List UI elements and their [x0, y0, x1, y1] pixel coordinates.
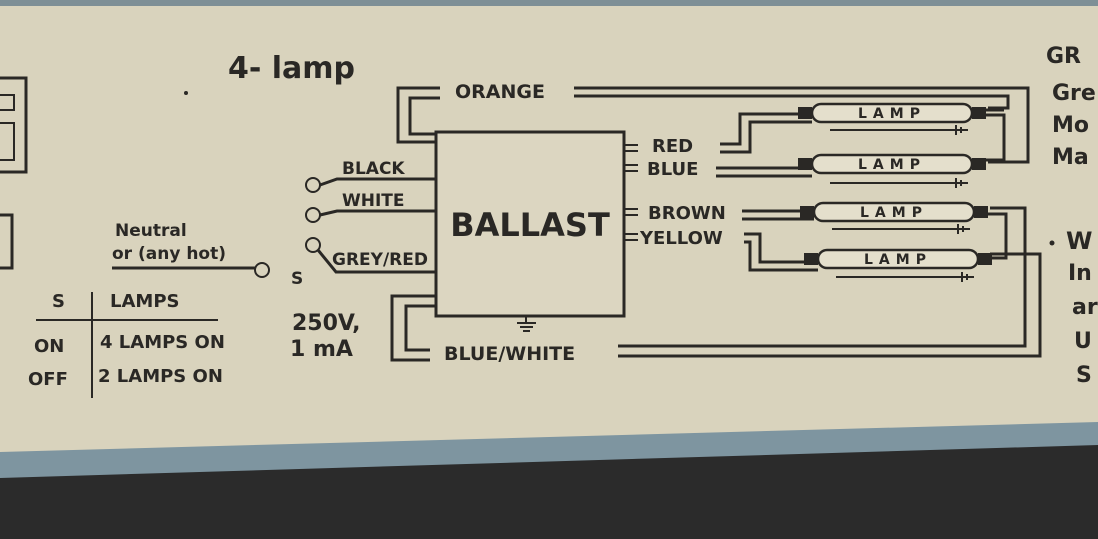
- right-line-4: In: [1068, 261, 1092, 286]
- rating-voltage: 250V,: [292, 311, 360, 336]
- table-header-lamps: LAMPS: [110, 291, 179, 312]
- wire-red-lamp1: [720, 112, 812, 146]
- jumper-lamp1-lamp2: [986, 108, 1006, 162]
- wire-label-white: WHITE: [342, 191, 405, 211]
- lamp-3-label: LAMP: [860, 205, 928, 221]
- blue-white-wire-right-outer: [618, 206, 1027, 348]
- speck-right: [1049, 240, 1055, 246]
- lamp-2: LAMP: [798, 153, 986, 188]
- wire-label-black: BLACK: [342, 159, 405, 179]
- lamp-2-ground-icon: [830, 178, 968, 188]
- blue-white-wire-left-inner: [404, 304, 436, 352]
- orange-wire-left-outer: [396, 86, 440, 144]
- lamp-3: LAMP: [800, 201, 988, 234]
- blue-frame: [0, 420, 1098, 478]
- wire-label-blue-white: BLUE/WHITE: [444, 343, 575, 365]
- left-box-top: [0, 76, 28, 174]
- wire-label-grey-red: GREY/RED: [332, 250, 428, 270]
- jumper-lamp3-lamp4: [988, 212, 1008, 260]
- terminal-grey-red: [305, 237, 321, 253]
- ballast-box: [434, 130, 626, 318]
- switch-label: S: [291, 269, 303, 289]
- table-row-on-state: ON: [34, 336, 64, 357]
- wire-label-brown: BROWN: [648, 203, 726, 224]
- right-line-1: Gre: [1052, 81, 1096, 106]
- ballast-label: BALLAST: [450, 206, 610, 244]
- blue-white-wire-right-inner: [618, 252, 1042, 358]
- right-line-7: S: [1076, 363, 1092, 388]
- blue-white-wire-left-outer: [390, 294, 436, 362]
- right-line-2: Mo: [1052, 113, 1089, 138]
- switch-terminal: [254, 262, 270, 278]
- lamp-4-ground-icon: [836, 272, 974, 282]
- ground-icon: [517, 316, 536, 332]
- lamp-3-ground-icon: [832, 224, 970, 234]
- table-row-on-lamps: 4 LAMPS ON: [100, 332, 225, 353]
- wire-label-orange: ORANGE: [455, 81, 545, 103]
- lamp-4: LAMP: [804, 248, 992, 282]
- speck: [184, 91, 188, 95]
- ballast-output-ticks: [624, 144, 638, 241]
- right-heading-2: W: [1066, 227, 1092, 255]
- right-line-5: ar: [1072, 295, 1098, 320]
- right-heading-1: GR: [1046, 44, 1081, 69]
- rating-current: 1 mA: [290, 337, 353, 362]
- wire-red-lamp1-b: [720, 120, 812, 154]
- title: 4- lamp: [228, 51, 355, 86]
- right-line-6: U: [1074, 329, 1092, 354]
- top-frame: [0, 0, 1098, 6]
- wire-white: [319, 209, 436, 217]
- neutral-or-hot-label: or (any hot): [112, 244, 226, 264]
- wire-black: [319, 177, 436, 187]
- right-line-3: Ma: [1052, 145, 1089, 170]
- lamp-2-label: LAMP: [858, 157, 926, 173]
- table-row-off-lamps: 2 LAMPS ON: [98, 366, 223, 387]
- lamp-1: LAMP: [798, 102, 986, 135]
- lamp-1-ground-icon: [830, 125, 968, 135]
- table-row-off-state: OFF: [28, 369, 68, 390]
- orange-wire-right-inner: [574, 94, 1010, 110]
- wire-yellow-lamp4-b: [744, 240, 818, 272]
- neutral-label: Neutral: [115, 221, 187, 241]
- lamp-1-label: LAMP: [858, 106, 926, 122]
- wire-label-yellow: YELLOW: [639, 228, 723, 249]
- wire-label-red: RED: [652, 136, 693, 157]
- orange-wire-left-inner: [408, 96, 440, 136]
- orange-wire-right-outer: [574, 86, 1030, 164]
- left-box-bottom: [0, 213, 14, 270]
- lamp-4-label: LAMP: [864, 252, 932, 268]
- wire-grey-red: [316, 249, 436, 274]
- wire-yellow-lamp4: [744, 232, 818, 264]
- left-box-inner: [0, 94, 15, 161]
- table-header-s: S: [52, 291, 65, 312]
- wire-label-blue: BLUE: [647, 159, 698, 180]
